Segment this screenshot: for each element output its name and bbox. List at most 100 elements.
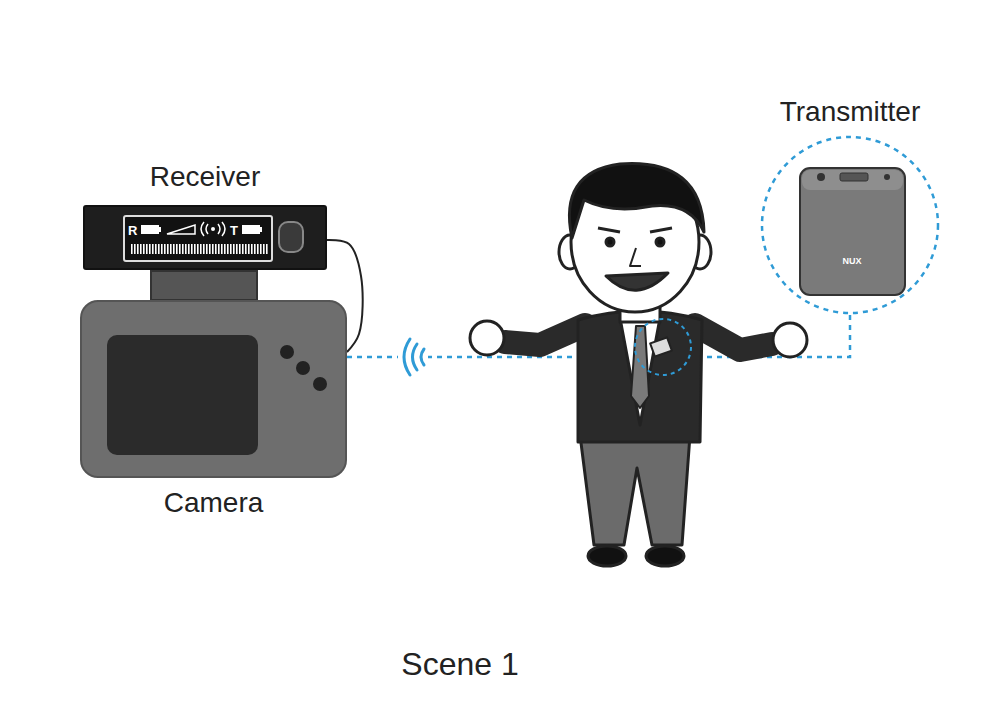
display-icons-part bbox=[245, 244, 247, 254]
receiver-channel-letter: R bbox=[128, 223, 137, 238]
display-icons-part bbox=[158, 244, 160, 254]
device-label: Camera bbox=[80, 486, 347, 520]
presenter-figure-part bbox=[650, 228, 672, 232]
wireless-symbol-part bbox=[421, 349, 424, 365]
display-icons-part bbox=[185, 244, 187, 254]
camera-body: Camera bbox=[80, 270, 347, 522]
display-icons-part bbox=[131, 244, 133, 254]
camera-button bbox=[313, 377, 327, 391]
display-icons-part bbox=[260, 227, 262, 232]
display-icons-part bbox=[152, 244, 154, 254]
presenter-figure-part bbox=[569, 164, 704, 238]
display-icons-part bbox=[155, 244, 157, 254]
display-icons-part bbox=[146, 244, 148, 254]
presenter-figure-part bbox=[695, 325, 772, 350]
display-icons-part bbox=[260, 244, 262, 254]
display-icons-part bbox=[206, 244, 208, 254]
display-icons-part bbox=[239, 244, 241, 254]
receiver-device: Receiver bbox=[83, 160, 327, 270]
device-label: Receiver bbox=[83, 160, 327, 194]
presenter-figure-part bbox=[631, 326, 649, 408]
display-icons-part bbox=[191, 244, 193, 254]
transmitter-zoom-circle-part bbox=[762, 137, 938, 313]
receiver-button bbox=[278, 221, 304, 253]
display-icons-part bbox=[251, 244, 253, 254]
display-icons-part bbox=[173, 244, 175, 254]
presenter-figure-part bbox=[650, 337, 672, 356]
camera-housing bbox=[80, 300, 347, 478]
display-icons-part bbox=[194, 244, 196, 254]
presenter-figure-part bbox=[646, 546, 684, 566]
display-icons-part bbox=[224, 244, 226, 254]
display-icons-part bbox=[201, 222, 225, 236]
presenter-figure-part bbox=[606, 238, 614, 246]
transmitter-zoom-circle-part bbox=[817, 173, 825, 181]
camera-button bbox=[296, 361, 310, 375]
display-icons-part bbox=[141, 225, 159, 234]
display-icons-part bbox=[212, 244, 214, 254]
display-icons-part bbox=[149, 244, 151, 254]
display-icons-part bbox=[254, 244, 256, 254]
presenter-figure-part bbox=[578, 311, 702, 442]
display-icons-part bbox=[211, 227, 215, 231]
display-icons-part bbox=[170, 244, 172, 254]
display-icons-part bbox=[215, 244, 217, 254]
display-icons-part bbox=[266, 244, 268, 254]
display-icons-part bbox=[167, 225, 195, 234]
presenter-figure-part bbox=[470, 321, 504, 355]
transmitter-zoom-circle-part bbox=[800, 168, 905, 295]
presenter-figure-part bbox=[588, 546, 626, 566]
presenter-figure-part bbox=[773, 323, 807, 357]
display-icons-part bbox=[236, 244, 238, 254]
display-icons-part bbox=[137, 244, 139, 254]
transmitter-zoom-circle-part bbox=[802, 170, 903, 190]
transmitter-zoom-circle-part bbox=[840, 173, 868, 181]
display-icons bbox=[125, 217, 271, 260]
presenter-figure-part bbox=[505, 325, 585, 345]
display-icons-part bbox=[242, 244, 244, 254]
camera-button bbox=[280, 345, 294, 359]
display-icons-part bbox=[200, 244, 202, 254]
display-icons-part bbox=[227, 244, 229, 254]
display-icons-part bbox=[134, 244, 136, 254]
presenter-figure-part bbox=[630, 248, 641, 266]
presenter-figure-part bbox=[606, 273, 668, 290]
wireless-symbol bbox=[398, 336, 428, 378]
display-icons-part bbox=[263, 244, 265, 254]
display-icons-part bbox=[176, 244, 178, 254]
display-icons-part bbox=[143, 244, 145, 254]
display-icons-part bbox=[218, 244, 220, 254]
display-icons-part bbox=[248, 244, 250, 254]
brand-logo: NUX bbox=[822, 256, 882, 267]
display-icons-part bbox=[203, 244, 205, 254]
transmitter-zoom-circle bbox=[755, 95, 945, 313]
display-icons-part bbox=[257, 244, 259, 254]
presenter-figure-part bbox=[620, 318, 660, 425]
receiver-display bbox=[123, 215, 273, 262]
transmitter-device: Transmitter bbox=[755, 95, 945, 313]
presenter-figure-part bbox=[656, 238, 664, 246]
display-icons-part bbox=[140, 244, 142, 254]
scene-caption: Scene 1 bbox=[360, 645, 560, 683]
display-icons-part bbox=[188, 244, 190, 254]
camera-screen bbox=[107, 335, 258, 455]
presenter-figure-part bbox=[580, 435, 690, 545]
display-icons-part bbox=[182, 244, 184, 254]
display-icons-part bbox=[159, 227, 161, 232]
display-icons-part bbox=[161, 244, 163, 254]
display-icons-part bbox=[230, 244, 232, 254]
display-icons-part bbox=[167, 244, 169, 254]
camera-mount bbox=[150, 270, 258, 301]
receiver-housing bbox=[83, 205, 327, 270]
presenter-figure bbox=[470, 164, 807, 566]
display-icons-part bbox=[164, 244, 166, 254]
display-icons-part bbox=[221, 244, 223, 254]
transmitter-channel-letter: T bbox=[230, 223, 238, 238]
display-icons-part bbox=[209, 244, 211, 254]
wireless-symbol-part bbox=[404, 339, 410, 375]
display-icons-part bbox=[233, 244, 235, 254]
presenter-figure-part bbox=[635, 319, 691, 375]
